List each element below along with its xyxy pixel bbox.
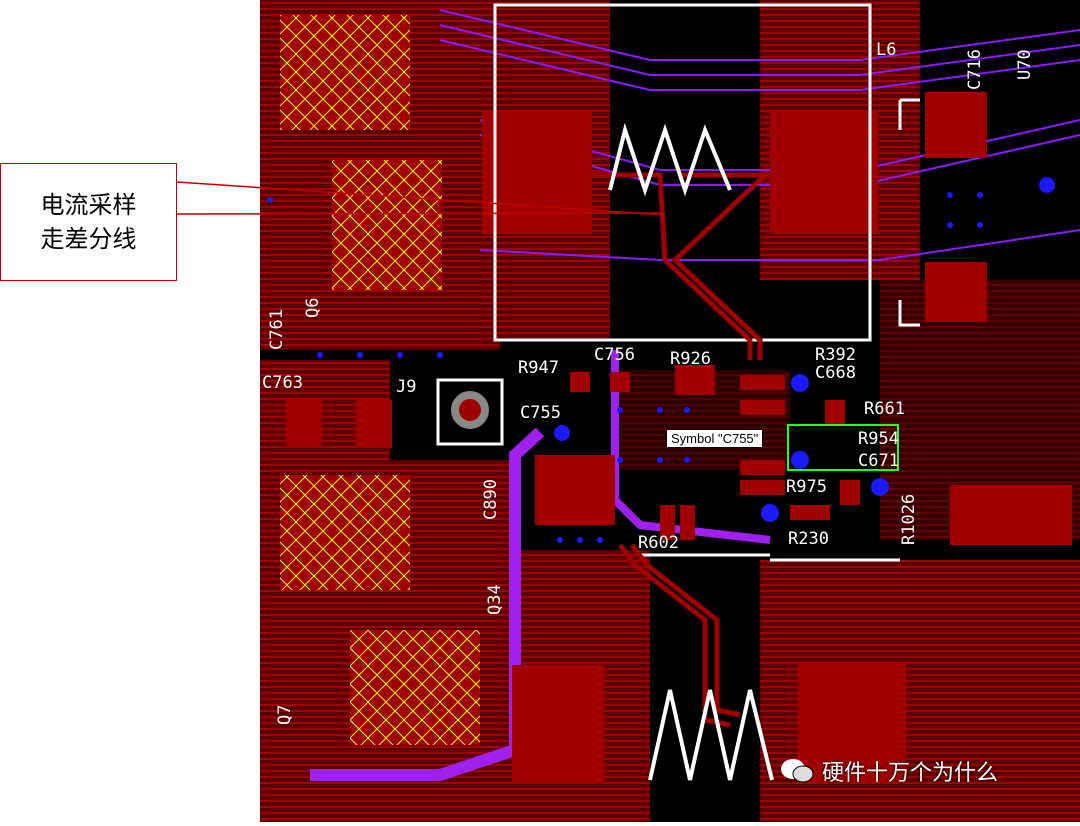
smd-pads xyxy=(535,365,860,540)
label-c761: C761 xyxy=(267,309,287,350)
refdes-labels: L6 C716 U70 C761 Q6 C763 J9 C890 Q34 Q7 … xyxy=(262,40,1035,725)
label-r392: R392 xyxy=(815,345,856,365)
vias xyxy=(267,177,1055,543)
label-c755: C755 xyxy=(520,403,561,423)
selected-outline xyxy=(787,424,899,471)
label-q34: Q34 xyxy=(485,584,505,615)
label-r661: R661 xyxy=(864,399,905,419)
label-c671: C671 xyxy=(858,451,899,471)
watermark-text: 硬件十万个为什么 xyxy=(822,761,999,786)
inner-trace xyxy=(611,350,771,544)
callout-line-2: 走差分线 xyxy=(40,225,137,253)
label-r1026: R1026 xyxy=(899,494,919,545)
label-q6: Q6 xyxy=(303,298,323,318)
label-j9: J9 xyxy=(396,377,416,397)
j9-pad xyxy=(451,391,489,429)
label-r926: R926 xyxy=(670,349,711,369)
label-r230: R230 xyxy=(788,529,829,549)
label-c763: C763 xyxy=(262,373,303,393)
label-r975: R975 xyxy=(786,477,827,497)
watermark: 硬件十万个为什么 xyxy=(780,755,998,787)
label-u70: U70 xyxy=(1015,49,1035,80)
inductor-symbol-top xyxy=(608,122,732,197)
silkscreen-outlines xyxy=(436,3,920,562)
callout-line-1: 电流采样 xyxy=(40,191,137,219)
label-c668: C668 xyxy=(815,363,856,383)
differential-sense-traces xyxy=(580,172,772,728)
label-r954: R954 xyxy=(858,429,899,449)
label-c756: C756 xyxy=(594,345,635,365)
annotation-callout: 电流采样 走差分线 xyxy=(0,163,177,281)
inductor-symbol-bottom xyxy=(648,689,774,781)
mosfet-footprints xyxy=(280,15,480,745)
label-c890: C890 xyxy=(481,479,501,520)
symbol-tooltip: Symbol "C755" xyxy=(666,429,764,448)
wechat-icon xyxy=(780,758,814,784)
pcb-layout-svg: L6 C716 U70 C761 Q6 C763 J9 C890 Q34 Q7 … xyxy=(260,0,1080,822)
label-l6: L6 xyxy=(876,40,896,60)
label-c716: C716 xyxy=(965,49,985,90)
callout-leaders xyxy=(176,181,666,216)
pcb-layout-canvas[interactable]: L6 C716 U70 C761 Q6 C763 J9 C890 Q34 Q7 … xyxy=(260,0,1080,822)
label-r947: R947 xyxy=(518,358,559,378)
label-q7: Q7 xyxy=(275,705,295,725)
label-r602: R602 xyxy=(638,533,679,553)
